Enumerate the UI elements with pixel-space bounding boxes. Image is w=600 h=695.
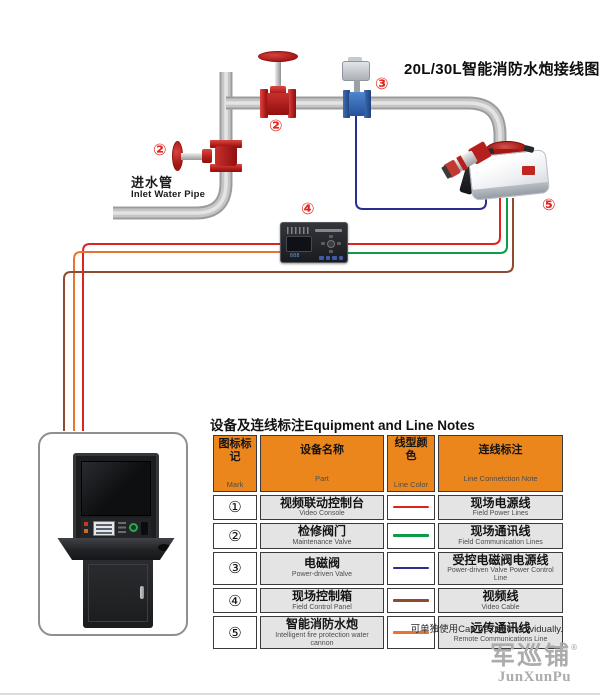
panel-display: [286, 236, 312, 252]
wire-field-comm: [347, 198, 508, 254]
footnote: 可单独使用Can be used individually.: [410, 624, 563, 635]
console-control-strip: [81, 518, 151, 540]
header-note: 连线标注 Line Connetction Note: [438, 435, 563, 492]
maintenance-valve-inlet: [172, 138, 244, 174]
mark-valve-top: ②: [269, 118, 283, 135]
wire-solenoid-power: [355, 116, 487, 210]
panel-led-readout: 888: [290, 253, 300, 259]
line-swatch: [393, 566, 429, 570]
cell-mark: ④: [213, 587, 257, 614]
table-header-row: 图标标记 Mark 设备名称 Part 线型颜色 Line Color 连线标注…: [213, 435, 563, 492]
header-part: 设备名称 Part: [260, 435, 384, 492]
console-keys: [118, 522, 126, 535]
panel-buttons: [319, 256, 343, 260]
cabinet-handle: [140, 586, 144, 599]
mark-solenoid: ③: [375, 76, 389, 93]
solenoid-valve: [340, 56, 374, 118]
video-console: [38, 432, 188, 636]
console-cabinet: [83, 560, 153, 628]
cell-line-color: [387, 523, 435, 549]
wire-video: [63, 198, 514, 431]
cell-line-color: [387, 587, 435, 614]
header-mark: 图标标记 Mark: [213, 435, 257, 492]
header-line-color: 线型颜色 Line Color: [387, 435, 435, 492]
cabinet-door: [88, 564, 148, 622]
console-screen: [81, 461, 151, 516]
console-lcd: [93, 521, 115, 536]
cell-mark: ⑤: [213, 616, 257, 650]
indicator-orange: [84, 529, 88, 533]
indicator-red: [84, 522, 88, 526]
panel-dpad: [319, 235, 343, 253]
panel-label-text: [315, 229, 342, 232]
line-swatch: [393, 631, 429, 634]
table-title: 设备及连线标注Equipment and Line Notes: [210, 418, 475, 433]
console-green-button: [129, 523, 138, 532]
valve-handwheel-icon: [258, 51, 298, 62]
mark-valve-inlet: ②: [153, 142, 167, 159]
logo-cn: 军巡铺: [490, 642, 572, 670]
maintenance-valve-top: [256, 50, 300, 118]
cell-line-color: [387, 551, 435, 585]
console-slot: [141, 522, 148, 535]
cell-line-color: [387, 494, 435, 521]
diagram-title: 20L/30L智能消防水炮接线图: [404, 61, 600, 78]
panel-dpad-center-button: [327, 240, 335, 248]
cell-mark: ②: [213, 523, 257, 549]
logo-en: JunXunPu: [497, 669, 572, 685]
cannon-brand-label: [522, 166, 535, 175]
line-swatch: [393, 505, 429, 509]
cell-mark: ③: [213, 551, 257, 585]
inlet-pipe-label: 进水管 Inlet Water Pipe: [131, 175, 206, 201]
wire-remote-comm: [73, 251, 281, 431]
registered-mark-icon: ®: [571, 643, 579, 652]
panel-vents-icon: [287, 227, 310, 234]
cell-mark: ①: [213, 494, 257, 521]
mark-cannon: ⑤: [542, 197, 556, 214]
console-desk: [57, 538, 175, 560]
cell-line-color: [387, 616, 435, 650]
mark-panel: ④: [301, 201, 315, 218]
field-control-panel: 888: [280, 222, 348, 263]
fire-water-cannon: [438, 122, 551, 202]
line-swatch: [393, 534, 429, 537]
equipment-line-notes-table: 图标标记 Mark 设备名称 Part 线型颜色 Line Color 连线标注…: [210, 432, 566, 652]
brand-logo: 军巡铺® JunXunPu: [490, 644, 579, 686]
line-swatch: [393, 599, 429, 602]
